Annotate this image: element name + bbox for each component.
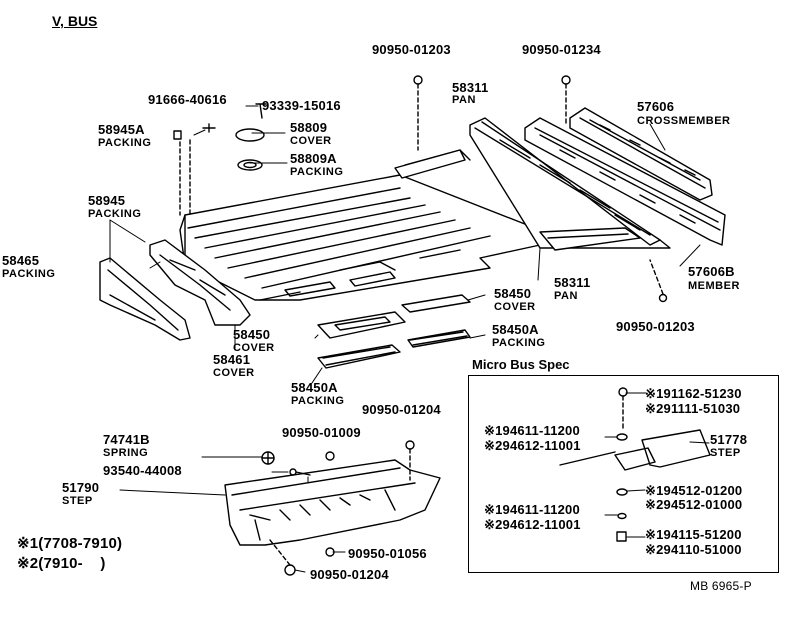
leader-lines (109, 105, 710, 573)
drawing-number: MB 6965-P (690, 579, 752, 593)
part-number: 93540-44008 (103, 463, 182, 478)
part-name: COVER (290, 135, 332, 147)
part-number: 58450A (492, 322, 539, 337)
legend-line-2: ※2(7910- ) (17, 555, 106, 572)
part-name: PAN (554, 290, 578, 302)
legend-line-1: ※1(7708-7910) (17, 535, 123, 552)
part-name: MEMBER (688, 280, 740, 292)
diagram-title: V, BUS (52, 13, 98, 29)
part-name: PACKING (290, 166, 344, 178)
part-name: CROSSMEMBER (637, 115, 731, 127)
part-name: PAN (452, 94, 476, 106)
part-number: 58450 (494, 286, 532, 301)
spec-part-number: ※194611-11200 (484, 423, 580, 438)
micro-bus-spec-box (468, 375, 779, 573)
part-number: 58461 (213, 352, 251, 367)
side-pan-lower (539, 227, 641, 251)
part-name: PACKING (98, 137, 152, 149)
part-number: 58809 (290, 120, 328, 135)
part-number: 58945A (98, 122, 145, 137)
spec-part-number: ※291111-51030 (645, 401, 741, 416)
part-number: 90950-01203 (372, 42, 451, 57)
part-name: PACKING (2, 268, 56, 280)
part-name: STEP (62, 495, 93, 507)
part-number: 90950-01009 (282, 425, 361, 440)
center-covers (317, 294, 471, 369)
spec-part-number: 51778 (710, 432, 748, 447)
spec-part-number: ※194115-51200 (645, 527, 742, 542)
part-name: SPRING (103, 447, 149, 459)
part-number: 58311 (452, 80, 489, 95)
spec-part-number: ※294110-51000 (645, 542, 742, 557)
spec-part-number: ※294612-11001 (484, 517, 581, 532)
member (524, 117, 726, 246)
part-number: 58465 (2, 253, 40, 268)
part-number: 58311 (554, 275, 591, 290)
part-number: 57606B (688, 264, 735, 279)
spec-part-number: ※294612-11001 (484, 438, 581, 453)
part-number: 93339-15016 (262, 98, 341, 113)
part-number: 58945 (88, 193, 126, 208)
part-name: COVER (213, 367, 255, 379)
left-packing (99, 257, 191, 341)
spec-part-number: ※194512-01200 (645, 483, 743, 498)
part-name: COVER (494, 301, 536, 313)
crossmember (569, 107, 713, 201)
top-fasteners (173, 75, 668, 303)
part-number: 74741B (103, 432, 150, 447)
left-cover (149, 239, 251, 326)
part-number: 58450A (291, 380, 338, 395)
part-number: 91666-40616 (148, 92, 227, 107)
spec-title: Micro Bus Spec (472, 357, 570, 372)
part-name: COVER (233, 342, 275, 354)
part-number: 58450 (233, 327, 271, 342)
spec-step (559, 387, 711, 542)
part-name: PACKING (492, 337, 546, 349)
part-number: 90950-01056 (348, 546, 427, 561)
part-number: 57606 (637, 99, 675, 114)
part-number: 90950-01203 (616, 319, 695, 334)
spec-part-name: STEP (710, 447, 741, 459)
part-number: 58809A (290, 151, 337, 166)
part-number: 51790 (62, 480, 100, 495)
part-number: 90950-01204 (362, 402, 441, 417)
part-number: 90950-01204 (310, 567, 389, 582)
side-pan-upper (469, 117, 671, 249)
part-name: PACKING (291, 395, 345, 407)
spec-part-number: ※294512-01000 (645, 497, 743, 512)
part-name: PACKING (88, 208, 142, 220)
spec-part-number: ※191162-51230 (645, 386, 742, 401)
step-assembly (224, 440, 441, 576)
spec-part-number: ※194611-11200 (484, 502, 580, 517)
part-number: 90950-01234 (522, 42, 601, 57)
